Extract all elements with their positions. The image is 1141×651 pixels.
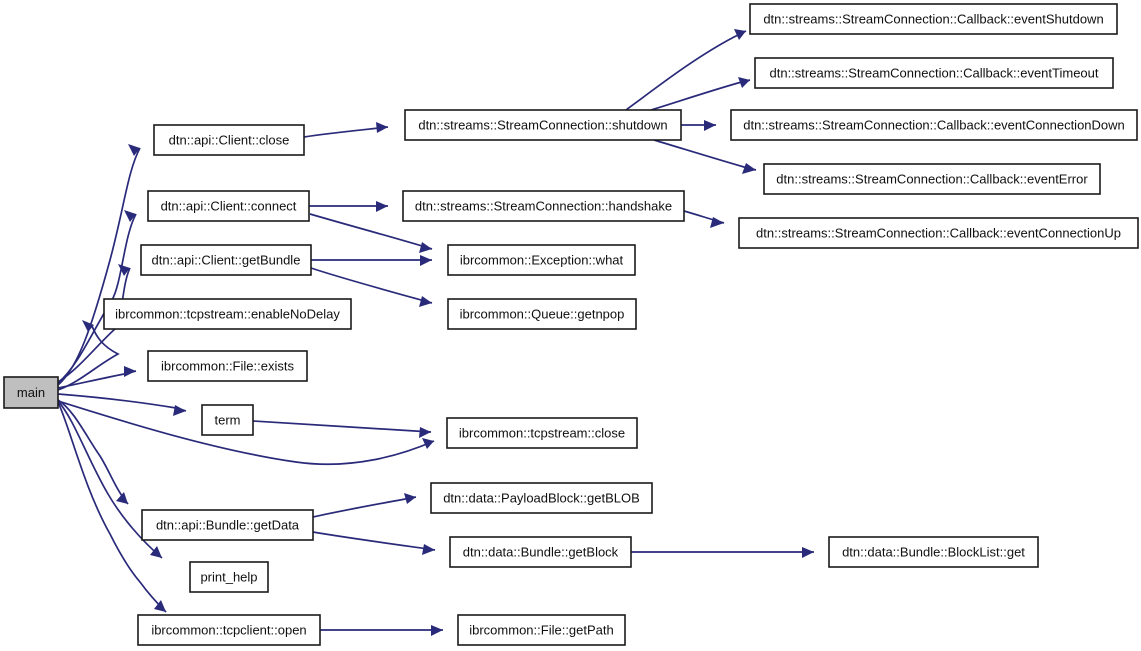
call-edge-stream_shutdown-to-cb_eventtimeout — [650, 77, 751, 111]
arrow-head-icon — [420, 255, 432, 266]
node-box[interactable] — [103, 298, 352, 330]
arrow-head-icon — [431, 625, 443, 636]
call-edge-tcpclient_open-to-file_getpath — [320, 625, 443, 636]
graph-node-client_getbundle[interactable]: dtn::api::Client::getBundle — [140, 244, 312, 276]
graph-node-cb_eventshutdown[interactable]: dtn::streams::StreamConnection::Callback… — [749, 3, 1118, 35]
call-edge-main-to-client_connect — [57, 210, 137, 384]
call-edge-main-to-file_exists — [57, 366, 137, 389]
node-box[interactable] — [749, 3, 1118, 35]
node-box[interactable] — [449, 536, 632, 568]
call-edge-stream_shutdown-to-cb_eventconnectiondown — [681, 120, 716, 131]
graph-node-blocklist_get[interactable]: dtn::data::Bundle::BlockList::get — [828, 536, 1039, 568]
arrow-head-icon — [376, 201, 388, 212]
graph-node-tcpclient_open[interactable]: ibrcommon::tcpclient::open — [137, 614, 321, 646]
call-edge-stream_handshake-to-cb_eventconnectionup — [683, 210, 725, 228]
node-box[interactable] — [140, 244, 312, 276]
node-box[interactable] — [147, 190, 310, 222]
graph-node-term[interactable]: term — [201, 404, 254, 436]
arrow-head-icon — [422, 438, 434, 449]
call-edge-bundle_getdata-to-bundle_getblock — [312, 531, 436, 555]
call-edge-client_getbundle-to-queue_getnpop — [310, 267, 433, 307]
arrow-head-icon — [419, 242, 432, 253]
call-edge-client_getbundle-to-exception_what — [311, 255, 432, 266]
arrow-head-icon — [118, 264, 130, 276]
node-box[interactable] — [457, 614, 626, 646]
arrow-head-icon — [124, 366, 136, 377]
call-edge-stream_shutdown-to-cb_eventerror — [653, 139, 757, 174]
graph-node-exception_what[interactable]: ibrcommon::Exception::what — [447, 244, 636, 276]
graph-node-bundle_getblock[interactable]: dtn::data::Bundle::getBlock — [449, 536, 632, 568]
arrow-head-icon — [802, 547, 814, 558]
call-edge-bundle_getblock-to-blocklist_get — [631, 547, 814, 558]
arrow-head-icon — [173, 405, 186, 416]
call-edge-main-to-tcpstream_close — [57, 400, 435, 466]
graph-node-print_help[interactable]: print_help — [189, 561, 269, 593]
node-box[interactable] — [141, 509, 314, 541]
node-box[interactable] — [447, 244, 636, 276]
arrow-head-icon — [124, 210, 136, 222]
node-box[interactable] — [738, 217, 1139, 249]
arrow-head-icon — [422, 544, 435, 555]
arrow-head-icon — [742, 163, 756, 174]
graph-node-stream_shutdown[interactable]: dtn::streams::StreamConnection::shutdown — [404, 109, 682, 141]
arrow-head-icon — [82, 320, 94, 332]
call-edge-main-to-client_close — [57, 144, 141, 386]
node-box[interactable] — [189, 561, 269, 593]
arrow-head-icon — [154, 600, 166, 612]
edge-layer — [57, 29, 814, 636]
graph-node-client_close[interactable]: dtn::api::Client::close — [153, 124, 305, 156]
node-box[interactable] — [402, 190, 685, 222]
node-box[interactable] — [137, 614, 321, 646]
call-edge-client_close-to-stream_shutdown — [303, 122, 389, 138]
node-box[interactable] — [447, 298, 637, 330]
arrow-head-icon — [710, 217, 724, 228]
arrow-head-icon — [419, 296, 432, 307]
call-edge-term-to-tcpstream_close — [252, 420, 432, 438]
node-box[interactable] — [147, 350, 308, 382]
node-box[interactable] — [153, 124, 305, 156]
node-box[interactable] — [754, 57, 1114, 89]
graph-node-cb_eventerror[interactable]: dtn::streams::StreamConnection::Callback… — [763, 163, 1101, 195]
call-edge-main-to-tcpclient_open — [57, 401, 167, 613]
graph-node-main[interactable]: main — [3, 376, 59, 409]
node-box[interactable] — [3, 376, 59, 409]
call-edge-client_connect-to-exception_what — [309, 213, 433, 253]
graph-node-stream_handshake[interactable]: dtn::streams::StreamConnection::handshak… — [402, 190, 685, 222]
node-box[interactable] — [446, 417, 638, 449]
arrow-head-icon — [376, 122, 388, 133]
node-layer: main dtn::api::Client::closedtn::api::Cli… — [3, 3, 1139, 646]
call-edge-main-to-term — [57, 393, 187, 416]
call-edge-stream_shutdown-to-cb_eventshutdown — [625, 29, 747, 111]
arrow-head-icon — [404, 493, 416, 504]
graph-node-file_getpath[interactable]: ibrcommon::File::getPath — [457, 614, 626, 646]
call-edge-client_connect-to-stream_handshake — [309, 201, 388, 212]
node-box[interactable] — [763, 163, 1101, 195]
call-edge-bundle_getdata-to-payloadblock_getblob — [312, 493, 417, 518]
graph-node-tcpstream_enablenodelay[interactable]: ibrcommon::tcpstream::enableNoDelay — [103, 298, 352, 330]
arrow-head-icon — [128, 144, 140, 156]
graph-node-cb_eventtimeout[interactable]: dtn::streams::StreamConnection::Callback… — [754, 57, 1114, 89]
arrow-head-icon — [150, 546, 162, 558]
graph-node-cb_eventconnectiondown[interactable]: dtn::streams::StreamConnection::Callback… — [730, 109, 1138, 141]
arrow-head-icon — [734, 29, 746, 40]
graph-node-payloadblock_getblob[interactable]: dtn::data::PayloadBlock::getBLOB — [430, 482, 653, 514]
call-edge-main-to-tcpstream_enablenodelay — [57, 320, 120, 391]
graph-node-queue_getnpop[interactable]: ibrcommon::Queue::getnpop — [447, 298, 637, 330]
node-box[interactable] — [430, 482, 653, 514]
graph-node-cb_eventconnectionup[interactable]: dtn::streams::StreamConnection::Callback… — [738, 217, 1139, 249]
graph-node-tcpstream_close[interactable]: ibrcommon::tcpstream::close — [446, 417, 638, 449]
arrow-head-icon — [116, 492, 128, 504]
arrow-head-icon — [738, 77, 750, 88]
node-box[interactable] — [730, 109, 1138, 141]
graph-node-client_connect[interactable]: dtn::api::Client::connect — [147, 190, 310, 222]
node-box[interactable] — [828, 536, 1039, 568]
node-box[interactable] — [404, 109, 682, 141]
graph-node-file_exists[interactable]: ibrcommon::File::exists — [147, 350, 308, 382]
node-box[interactable] — [201, 404, 254, 436]
arrow-head-icon — [419, 427, 431, 438]
graph-node-bundle_getdata[interactable]: dtn::api::Bundle::getData — [141, 509, 314, 541]
arrow-head-icon — [704, 120, 716, 131]
call-edge-main-to-bundle_getdata — [57, 399, 129, 505]
